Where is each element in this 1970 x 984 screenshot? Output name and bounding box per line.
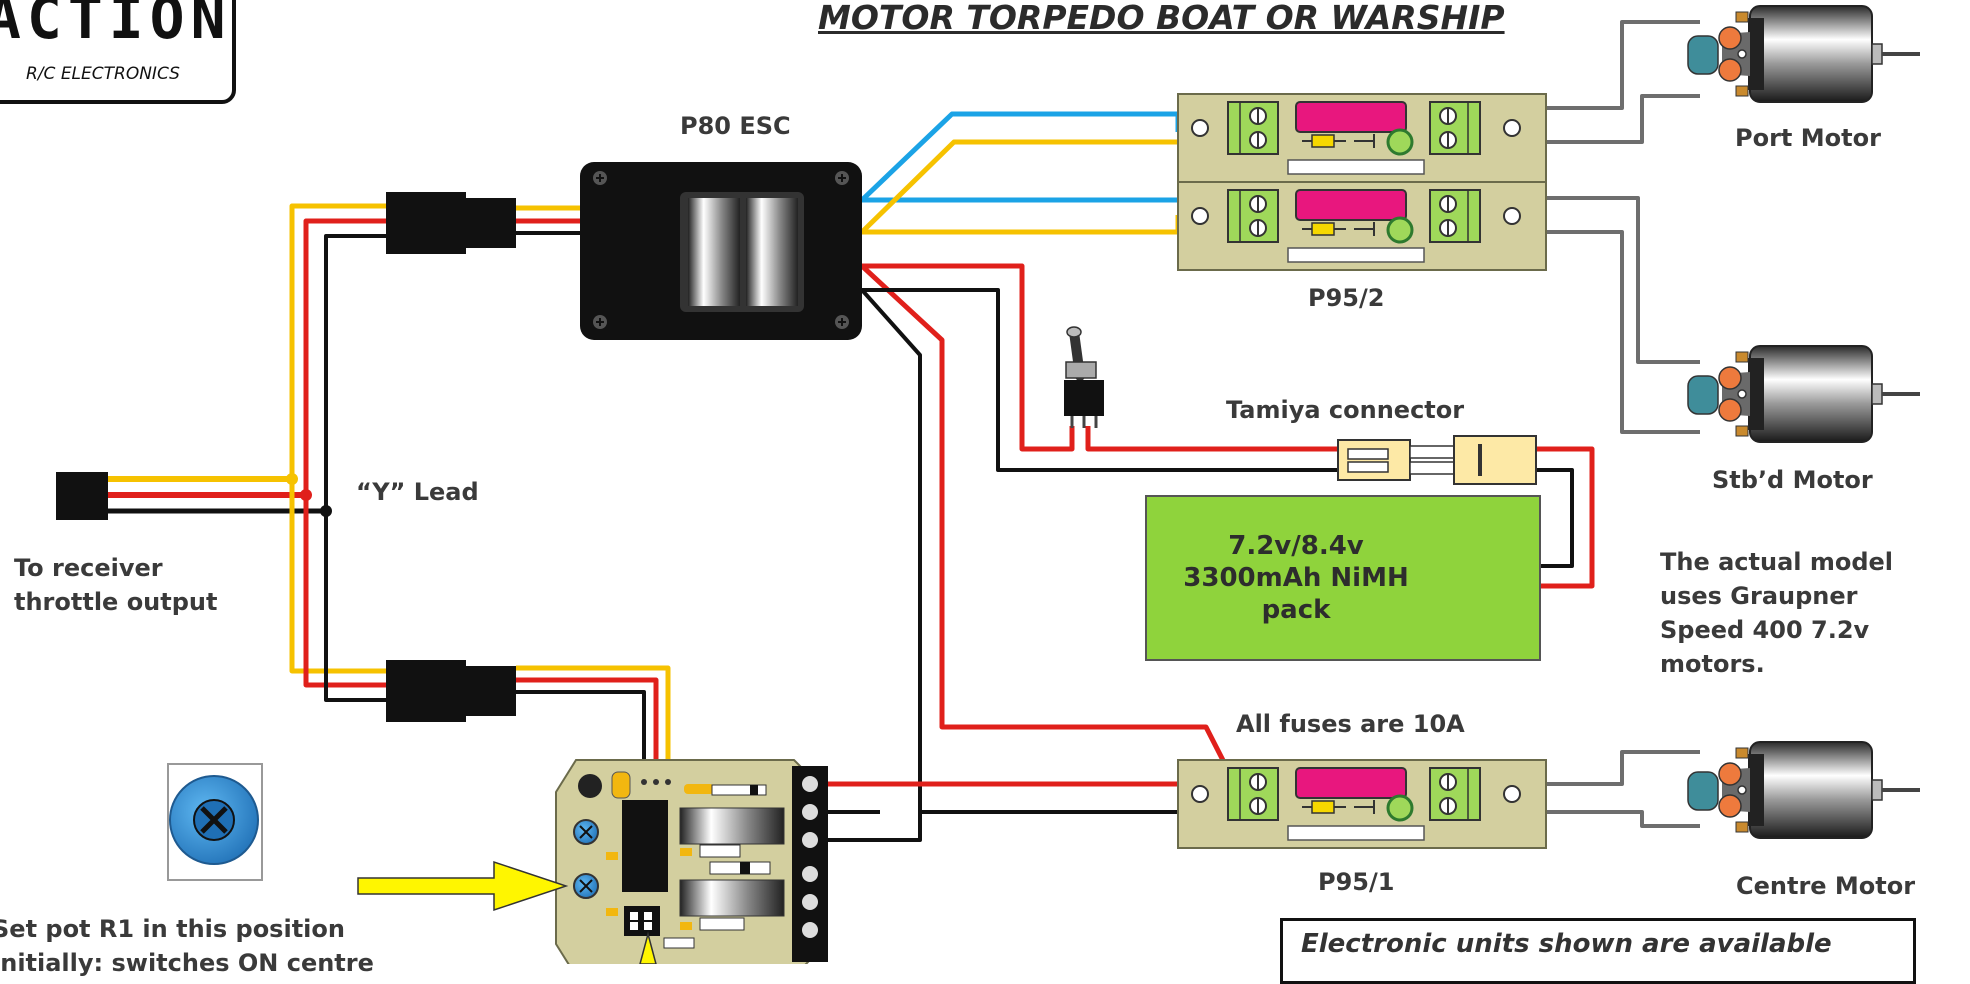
port-motor-label: Port Motor: [1735, 124, 1881, 152]
y-lead-label: “Y” Lead: [356, 478, 479, 506]
battery-label: 7.2v/8.4v 3300mAh NiMH pack: [1145, 530, 1447, 626]
port-motor-icon: [1686, 4, 1922, 104]
top-servo-plug: [386, 192, 516, 254]
driver-module-board: [555, 759, 828, 977]
note-line4: motors.: [1660, 650, 1765, 678]
esc-label: P80 ESC: [680, 112, 791, 140]
p95-2-upper-board: [1176, 92, 1548, 184]
centre-motor-label: Centre Motor: [1736, 872, 1916, 900]
receiver-label-line2: throttle output: [14, 588, 218, 616]
note-line1: The actual model: [1660, 548, 1894, 576]
esc-icon: [580, 162, 862, 340]
wiring-diagram: ACTION R/C ELECTRONICS MOTOR TORPEDO BOA…: [0, 0, 1922, 984]
bottom-servo-plug: [386, 660, 516, 722]
battery-line3: pack: [1261, 595, 1331, 625]
brand-logo: ACTION R/C ELECTRONICS: [0, 0, 236, 104]
receiver-plug: [56, 472, 108, 520]
availability-box: Electronic units shown are available: [1280, 918, 1916, 984]
tamiya-label: Tamiya connector: [1226, 396, 1465, 424]
battery-line1: 7.2v/8.4v: [1228, 531, 1364, 561]
switch-icon: [1064, 326, 1104, 428]
note-line3: Speed 400 7.2v: [1660, 616, 1870, 644]
p95-2-lower-board: [1176, 180, 1548, 272]
note-line2: uses Graupner: [1660, 582, 1858, 610]
centre-motor-icon: [1686, 740, 1922, 840]
pot-icon: [167, 763, 263, 881]
logo-wordmark: ACTION: [0, 0, 232, 52]
motor-note: The actual model uses Graupner Speed 400…: [1660, 545, 1893, 681]
junction-red: [300, 489, 312, 501]
instruction-line1: Set pot R1 in this position: [0, 915, 345, 943]
battery-line2: 3300mAh NiMH: [1183, 563, 1409, 593]
availability-text: Electronic units shown are available: [1301, 929, 1832, 959]
p95-2-label: P95/2: [1308, 284, 1385, 312]
junction-black: [320, 505, 332, 517]
receiver-label-line1: To receiver: [14, 554, 163, 582]
diagram-title: MOTOR TORPEDO BOAT OR WARSHIP: [818, 0, 1505, 37]
p95-1-board: [1176, 758, 1548, 850]
logo-subtitle: R/C ELECTRONICS: [26, 64, 180, 84]
stbd-motor-icon: [1686, 344, 1922, 444]
instruction-line2: initially: switches ON centre: [0, 949, 374, 977]
junction-yellow: [286, 473, 298, 485]
arrow-icon: [357, 860, 657, 965]
pot-instruction: Set pot R1 in this position initially: s…: [0, 912, 374, 980]
diagram-canvas: [56, 4, 1922, 977]
tamiya-connector-icon: [1337, 435, 1537, 485]
stbd-motor-label: Stb’d Motor: [1712, 466, 1873, 494]
battery-pack: [1145, 495, 1541, 661]
fuses-label: All fuses are 10A: [1236, 710, 1465, 738]
p95-1-label: P95/1: [1318, 868, 1395, 896]
